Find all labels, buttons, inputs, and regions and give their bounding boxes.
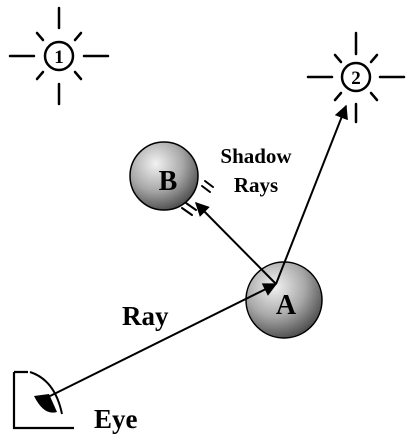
shadow-rays-label-line-2: Rays [234, 173, 278, 197]
eye-icon [12, 370, 74, 430]
shadow-ray-blocked-by-b [195, 202, 277, 285]
sphere-a-label: A [276, 290, 297, 321]
eye-frame [12, 370, 74, 430]
shadow-ray-to-light-2 [275, 104, 348, 285]
light-1-circle [43, 40, 75, 72]
eye-view-cone [29, 371, 63, 415]
eye-label: Eye [94, 404, 138, 434]
light-source-1: 1 [8, 6, 110, 106]
sphere-b-body [129, 141, 199, 211]
eye-pupil [34, 394, 57, 413]
sphere-b: B [129, 141, 199, 211]
sphere-a: A [245, 261, 323, 339]
light-source-2: 2 [306, 31, 406, 124]
light-2-label: 2 [351, 68, 361, 89]
sphere-b-label: B [159, 166, 178, 197]
primary-ray-arrow [41, 283, 278, 401]
sun-icon [306, 31, 406, 124]
ray-label: Ray [122, 301, 169, 331]
sun-icon [8, 6, 110, 106]
light-2-circle [340, 61, 372, 93]
light-1-label: 1 [54, 47, 64, 68]
occlusion-tick-marks [181, 180, 214, 216]
shadow-rays-label-line-1: Shadow [220, 144, 292, 168]
